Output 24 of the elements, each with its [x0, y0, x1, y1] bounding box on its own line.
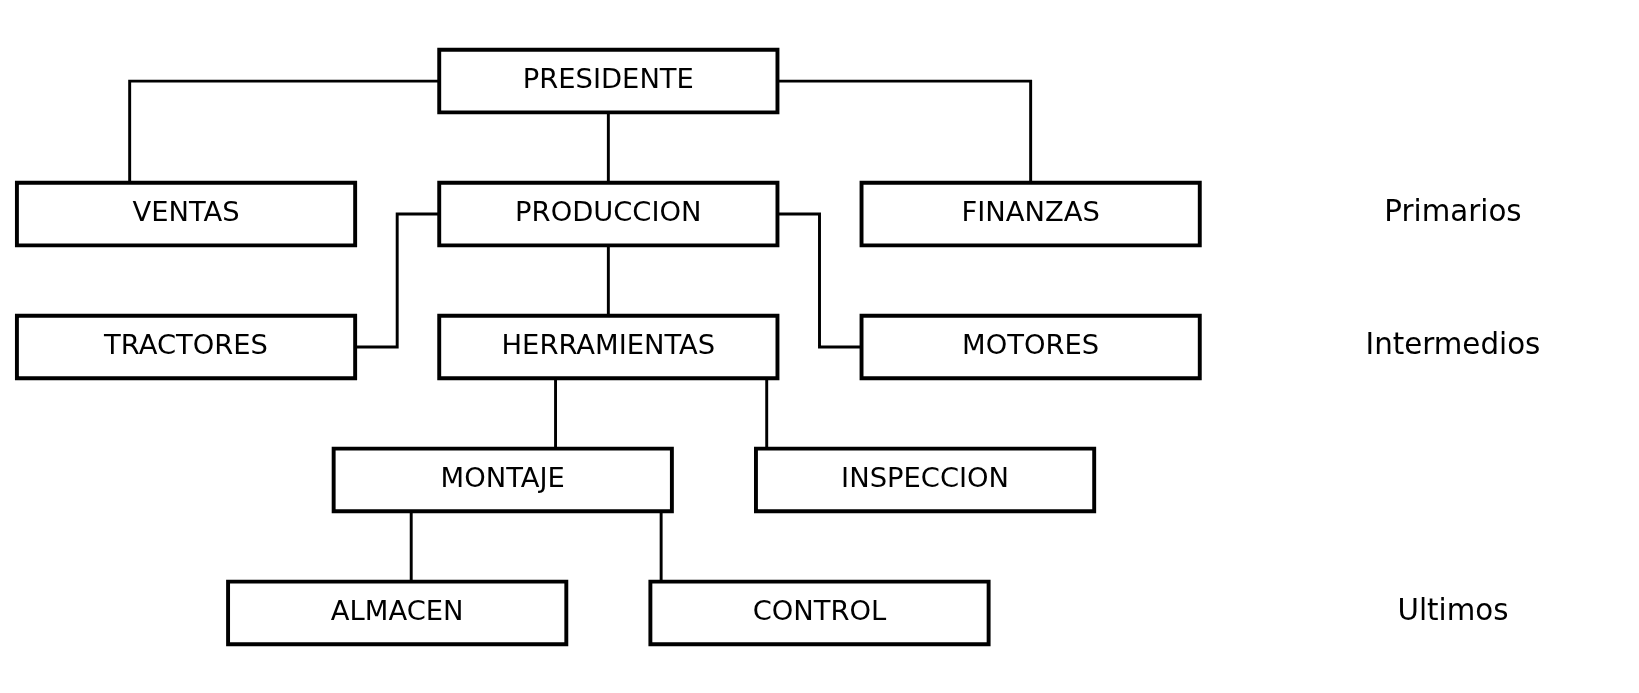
node-box: VENTAS: [14, 180, 358, 247]
node-box: INSPECCION: [754, 446, 1097, 513]
node-box: TRACTORES: [14, 313, 358, 380]
node-box: MOTORES: [859, 313, 1202, 380]
node-box: CONTROL: [648, 579, 991, 646]
connector: [765, 378, 769, 448]
label: Primarios: [1384, 193, 1522, 228]
node-box: FINANZAS: [859, 180, 1202, 247]
connector: [606, 112, 610, 182]
node-box: PRODUCCION: [437, 180, 780, 247]
node-box: PRESIDENTE: [437, 47, 780, 114]
connector: [128, 79, 439, 183]
connector: [355, 212, 439, 348]
node-box: HERRAMIENTAS: [437, 313, 780, 380]
connector: [606, 245, 610, 315]
label: Ultimos: [1397, 592, 1509, 627]
connector: [777, 79, 1033, 183]
connector: [659, 510, 663, 581]
connector: [409, 510, 413, 581]
connector: [554, 378, 558, 448]
connector: [777, 212, 862, 348]
label: Intermedios: [1365, 326, 1541, 361]
node-box: ALMACEN: [226, 579, 569, 646]
node-box: MONTAJE: [331, 446, 674, 513]
